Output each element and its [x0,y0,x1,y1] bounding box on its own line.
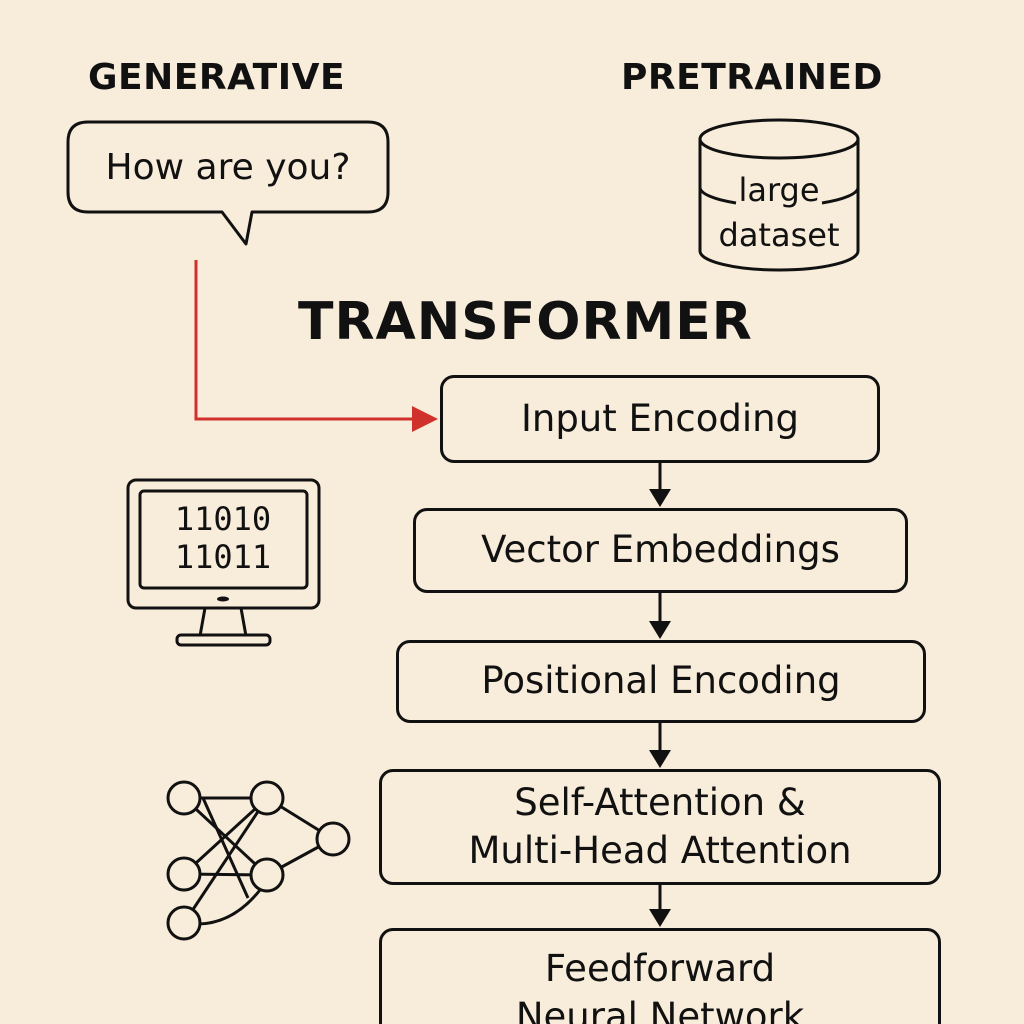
computer-monitor-icon [126,478,321,647]
positional-encoding-box: Positional Encoding [396,640,926,723]
feedforward-box: Feedforward Neural Network [379,928,941,1024]
attention-label-line-2: Multi-Head Attention [468,829,852,872]
feedforward-label-line-1: Feedforward [544,947,776,990]
monitor-binary-line-1: 11010 [174,500,272,538]
vector-embeddings-box: Vector Embeddings [413,508,908,593]
arrow-vector-to-positional [649,593,671,639]
generative-connector-arrow [194,260,438,432]
input-encoding-box: Input Encoding [440,375,880,463]
attention-label-line-1: Self-Attention & [514,780,806,824]
pretrained-heading: PRETRAINED [621,57,883,98]
arrow-input-to-vector [649,463,671,507]
monitor-binary-line-2: 11011 [174,538,272,577]
database-label-line-1: large [738,171,820,209]
speech-bubble-text: How are you? [105,146,351,188]
database-cylinder-icon [698,118,860,272]
database-label: large dataset [700,168,858,258]
pipeline-arrows [649,463,671,927]
neural-network-icon [166,780,351,941]
generative-heading: GENERATIVE [88,57,346,98]
attention-box: Self-Attention & Multi-Head Attention [379,769,941,885]
arrow-positional-to-attention [649,723,671,768]
arrow-attention-to-feedforward [649,885,671,927]
positional-encoding-label: Positional Encoding [481,659,841,703]
transformer-heading: TRANSFORMER [298,292,753,352]
feedforward-label-line-2: Neural Network [515,995,805,1024]
database-label-line-2: dataset [718,215,840,254]
monitor-binary-text: 11010 11011 [138,500,308,577]
vector-embeddings-label: Vector Embeddings [481,528,840,572]
input-encoding-label: Input Encoding [520,396,800,440]
speech-bubble-icon [66,120,390,246]
